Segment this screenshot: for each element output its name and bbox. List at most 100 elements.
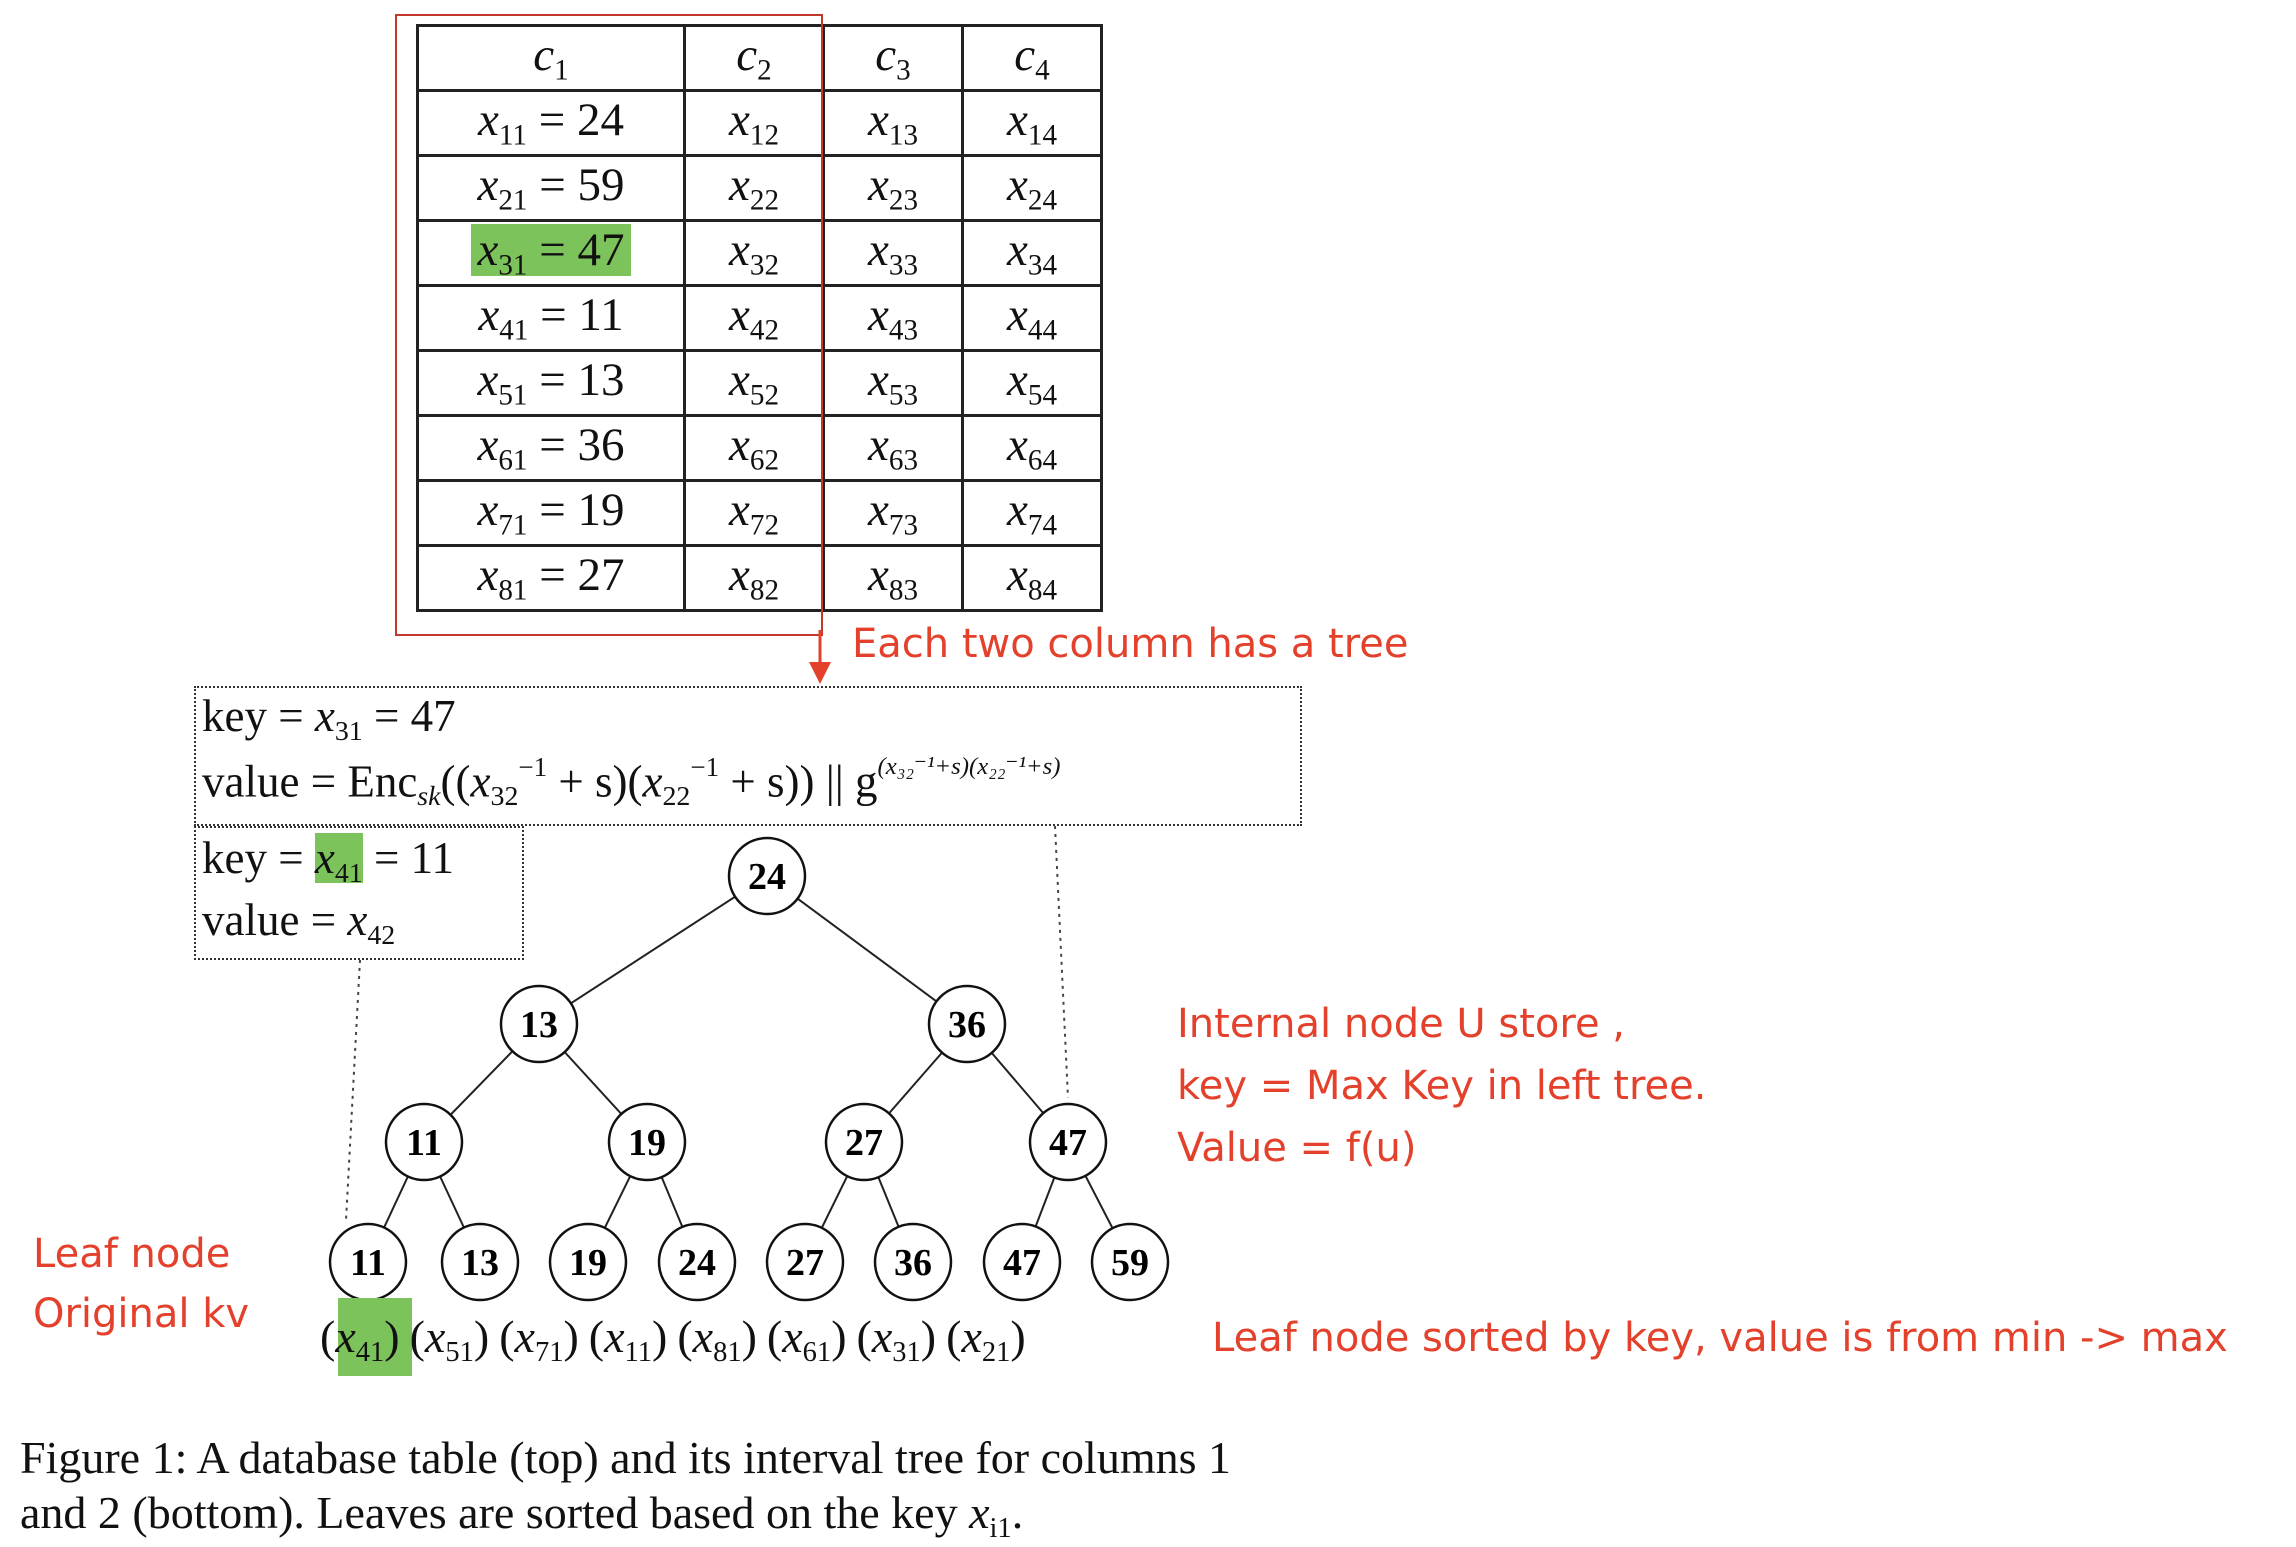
cell-var-sub: 13 [888, 119, 918, 152]
node-label: 19 [569, 1242, 607, 1284]
node-label: 36 [894, 1242, 932, 1284]
internal-key-sub: 31 [334, 715, 363, 747]
internal-key-line: key = x31 = 47 [202, 694, 456, 746]
header-var: c [736, 29, 758, 82]
cell-var-sub: 43 [888, 314, 918, 347]
cell-var-sub: 12 [749, 119, 779, 152]
cell-var-sub: 61 [498, 444, 528, 477]
tree-internal-node: 47 [1028, 1102, 1108, 1182]
table-cell: x83 [822, 544, 964, 612]
node-circle [384, 1102, 464, 1182]
leaf-value-item: (x31) [856, 1311, 937, 1369]
header-sub: 1 [554, 54, 569, 87]
annotation-internal-node-2: key = Max Key in left tree. [1177, 1063, 1707, 1109]
node-circle [873, 1222, 953, 1302]
node-label: 11 [350, 1242, 386, 1284]
caption-line-2-sub: i1 [989, 1513, 1012, 1545]
table-cell: x82 [683, 544, 825, 612]
cell-var-x: x [868, 224, 889, 277]
annotation-internal-node-1: Internal node U store , [1177, 1001, 1626, 1047]
cell-var: x74 [1007, 484, 1057, 541]
node-label: 27 [786, 1242, 824, 1284]
cell-var: x43 [868, 289, 918, 346]
cell-var: x83 [868, 549, 918, 606]
cell-var: x42 [729, 289, 779, 346]
cell-var: x44 [1007, 289, 1057, 346]
cell-var: x63 [868, 419, 918, 476]
cell-var-sub: 24 [1027, 184, 1057, 217]
cell-var-sub: 82 [749, 574, 779, 607]
cell-var-sub: 32 [749, 249, 779, 282]
table-cell: x12 [683, 89, 825, 157]
cell-var-x: x [729, 484, 750, 537]
caption-line-2-var: x [969, 1487, 990, 1539]
internal-key-var: x [314, 691, 335, 741]
annotation-leaf-node-2: Original kv [33, 1291, 250, 1337]
leaf-value-item: (x61) [766, 1311, 847, 1369]
cell-key-expr: x31 = 47 [471, 224, 631, 282]
node-circle [982, 1222, 1062, 1302]
tree-internal-node: 24 [727, 836, 807, 916]
cell-var-sub: 21 [498, 184, 528, 217]
cell-var-x: x [477, 159, 499, 212]
cell-var: x52 [729, 354, 779, 411]
cell-var-x: x [868, 354, 889, 407]
table-cell: x81 = 27 [416, 544, 686, 612]
table-header-c4: c4 [961, 24, 1103, 92]
cell-var-x: x [1007, 224, 1028, 277]
table-header-c1: c1 [416, 24, 686, 92]
cell-var-sub: 72 [749, 509, 779, 542]
header-sub: 4 [1035, 54, 1050, 87]
tree-edges [367, 875, 1131, 1263]
cell-key-expr: x71 = 19 [477, 484, 624, 541]
tree-leaf-node: 19 [548, 1222, 628, 1302]
tree-leaf-node: 36 [873, 1222, 953, 1302]
node-circle [548, 1222, 628, 1302]
node-circle [499, 984, 579, 1064]
cell-key-expr: x61 = 36 [477, 419, 624, 476]
cell-var-sub: 62 [749, 444, 779, 477]
leaf-node-kv-box: key = x41 = 11 value = x42 [194, 826, 524, 960]
cell-var-sub: 52 [749, 379, 779, 412]
cell-var-x: x [1007, 354, 1028, 407]
table-cell: x62 [683, 414, 825, 482]
cell-key-expr: x21 = 59 [477, 159, 624, 216]
node-label: 24 [678, 1242, 716, 1284]
node-circle [440, 1222, 520, 1302]
node-circle [927, 984, 1007, 1064]
cell-key-expr: x41 = 11 [478, 289, 623, 346]
node-circle [657, 1222, 737, 1302]
cell-var-sub: 71 [498, 509, 528, 542]
table-cell: x54 [961, 349, 1103, 417]
internal-value-expr-a: (( [440, 756, 471, 807]
cell-key-expr: x81 = 27 [477, 549, 624, 606]
internal-value-inv-2: −1 [690, 752, 720, 782]
cell-var-x: x [1007, 289, 1028, 342]
cell-var-sub: 41 [499, 314, 529, 347]
table-cell: x11 = 24 [416, 89, 686, 157]
leaf-value-item: (x11) [588, 1311, 668, 1369]
leaf-value-item: (x81) [677, 1311, 757, 1369]
caption-line-2-suffix: . [1011, 1487, 1024, 1539]
cell-var-x: x [729, 354, 750, 407]
internal-value-expr-b: + s)( [547, 756, 643, 807]
tree-leaf-node: 47 [982, 1222, 1062, 1302]
cell-var-sub: 53 [888, 379, 918, 412]
cell-var: x22 [729, 159, 779, 216]
cell-var-x: x [729, 224, 750, 277]
cell-var-x: x [1007, 549, 1028, 602]
cell-var-sub: 73 [888, 509, 918, 542]
cell-var-sub: 74 [1027, 509, 1057, 542]
cell-var-x: x [868, 159, 889, 212]
internal-value-expr-c: + s)) || g [719, 756, 878, 807]
cell-var: x12 [729, 94, 779, 151]
tree-internal-node: 27 [824, 1102, 904, 1182]
table-cell: x41 = 11 [416, 284, 686, 352]
table-cell: x13 [822, 89, 964, 157]
leaf-value-line: value = x42 [202, 898, 395, 950]
